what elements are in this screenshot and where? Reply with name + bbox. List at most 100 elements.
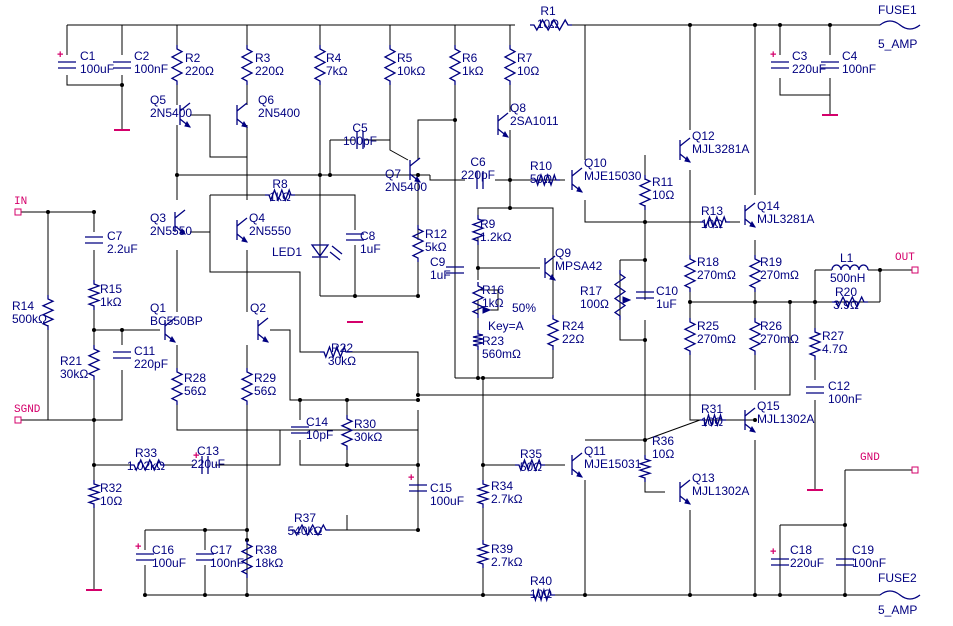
resistor-r23: [472, 330, 484, 350]
resistor-value: 100Ω: [580, 297, 609, 311]
resistor-ref: R34: [491, 479, 513, 493]
capacitor-value: 100uF: [152, 556, 186, 570]
resistor-r39: [475, 540, 491, 568]
junction-dot: [318, 173, 322, 177]
capacitor-value: 1uF: [656, 297, 677, 311]
resistor-r4: [313, 45, 327, 85]
resistor-value: 7kΩ: [326, 64, 348, 78]
resistor-ref: R33: [135, 446, 157, 460]
resistor-value: 22Ω: [562, 332, 584, 346]
resistor-value: 30kΩ: [354, 430, 382, 444]
capacitor-ref: C14: [306, 415, 328, 429]
junction-dot: [92, 328, 96, 332]
resistor-ref: R32: [100, 481, 122, 495]
resistor-ref: R11: [652, 175, 673, 189]
transistor-ref: Q3: [150, 211, 166, 225]
resistor-value: 540kΩ: [288, 524, 323, 538]
emitter-arrow-icon: [684, 497, 692, 505]
capacitor-value: 10pF: [306, 428, 333, 442]
junction-dot: [203, 528, 207, 532]
polarity-mark: +: [770, 546, 776, 558]
capacitor-ref: C3: [792, 49, 808, 63]
out-port-label: OUT: [895, 252, 915, 264]
resistor-ref: R26: [760, 319, 782, 333]
junction-dot: [245, 528, 249, 532]
resistor-value: 10Ω: [652, 188, 674, 202]
junction-dot: [120, 83, 124, 87]
transistor-ref: Q14: [757, 199, 780, 213]
junction-dot: [353, 294, 357, 298]
resistor-ref: R18: [697, 255, 719, 269]
capacitor-ref: C15: [430, 481, 452, 495]
transistor-ref: Q5: [150, 93, 166, 107]
transistor-ref: Q12: [692, 129, 715, 143]
emitter-arrow-icon: [549, 273, 557, 281]
resistor-ref: R5: [397, 51, 413, 65]
wire: [619, 260, 645, 341]
components: [14, 18, 921, 603]
capacitor-value: 2.2uF: [107, 242, 138, 256]
transistor-part: 2SA1011: [510, 114, 559, 128]
resistor-value: 10Ω: [100, 494, 122, 508]
resistor-r16: [471, 282, 485, 318]
emitter-arrow-icon: [502, 130, 510, 138]
emitter-arrow-icon: [749, 220, 757, 228]
capacitor-value: 100uF: [430, 494, 464, 508]
resistor-value: 220Ω: [185, 64, 214, 78]
resistor-ref: R14: [12, 299, 34, 313]
junction-dot: [688, 593, 692, 597]
resistor-value: 10Ω: [537, 17, 559, 31]
junction-dot: [643, 220, 647, 224]
wire: [190, 114, 247, 158]
resistor-value: 270mΩ: [697, 332, 736, 346]
resistor-ref: R10: [530, 159, 552, 173]
resistor-r29: [240, 368, 254, 405]
emitter-arrow-icon: [169, 335, 177, 343]
resistor-r33: [130, 458, 165, 472]
junction-dot: [813, 300, 817, 304]
wire: [18, 370, 123, 421]
polarity-mark: +: [193, 450, 199, 462]
resistor-value: 270mΩ: [760, 332, 799, 346]
capacitor-ref: C8: [360, 229, 376, 243]
capacitor-value: 220pF: [461, 168, 495, 182]
resistor-value: 220Ω: [255, 64, 284, 78]
emitter-arrow-icon: [576, 470, 584, 478]
transistor-collector: [571, 452, 583, 462]
resistor-value: 10Ω: [701, 415, 723, 429]
junction-dot: [175, 173, 179, 177]
resistor-ref: R30: [354, 417, 376, 431]
transistor-collector: [409, 157, 421, 167]
resistor-value: 2.7kΩ: [491, 492, 523, 506]
gnd-terminal: [911, 466, 919, 474]
resistor-value: 270mΩ: [760, 268, 799, 282]
resistor-r12: [411, 225, 425, 262]
resistor-ref: R38: [255, 543, 277, 557]
resistor-r3: [240, 45, 254, 85]
junction-dot: [753, 23, 757, 27]
capacitor-ref: C13: [197, 444, 219, 458]
resistor-ref: R25: [697, 319, 719, 333]
transistor-part: BC550BP: [150, 314, 203, 328]
wire: [209, 195, 320, 353]
resistor-r11: [638, 175, 652, 210]
transistor-collector: [236, 217, 248, 227]
resistor-r38: [240, 540, 254, 578]
wire: [350, 351, 419, 395]
capacitor-value: 1uF: [430, 268, 451, 282]
fuse-icon: [879, 20, 921, 30]
inductor-ref: L1: [840, 251, 854, 265]
wire: [417, 85, 456, 160]
resistor-ref: R12: [425, 227, 447, 241]
junction-dot: [843, 593, 847, 597]
junction-dot: [753, 418, 757, 422]
transistor-ref: Q13: [692, 471, 715, 485]
capacitor-ref: C17: [210, 543, 232, 557]
wire: [478, 289, 499, 311]
wire: [779, 78, 831, 115]
junction-dot: [481, 376, 485, 380]
in-port-label: IN: [14, 196, 27, 208]
resistor-ref: R1: [540, 4, 556, 18]
resistor-value: 50Ω: [520, 460, 542, 474]
wiper-arrow-icon: [622, 296, 632, 304]
